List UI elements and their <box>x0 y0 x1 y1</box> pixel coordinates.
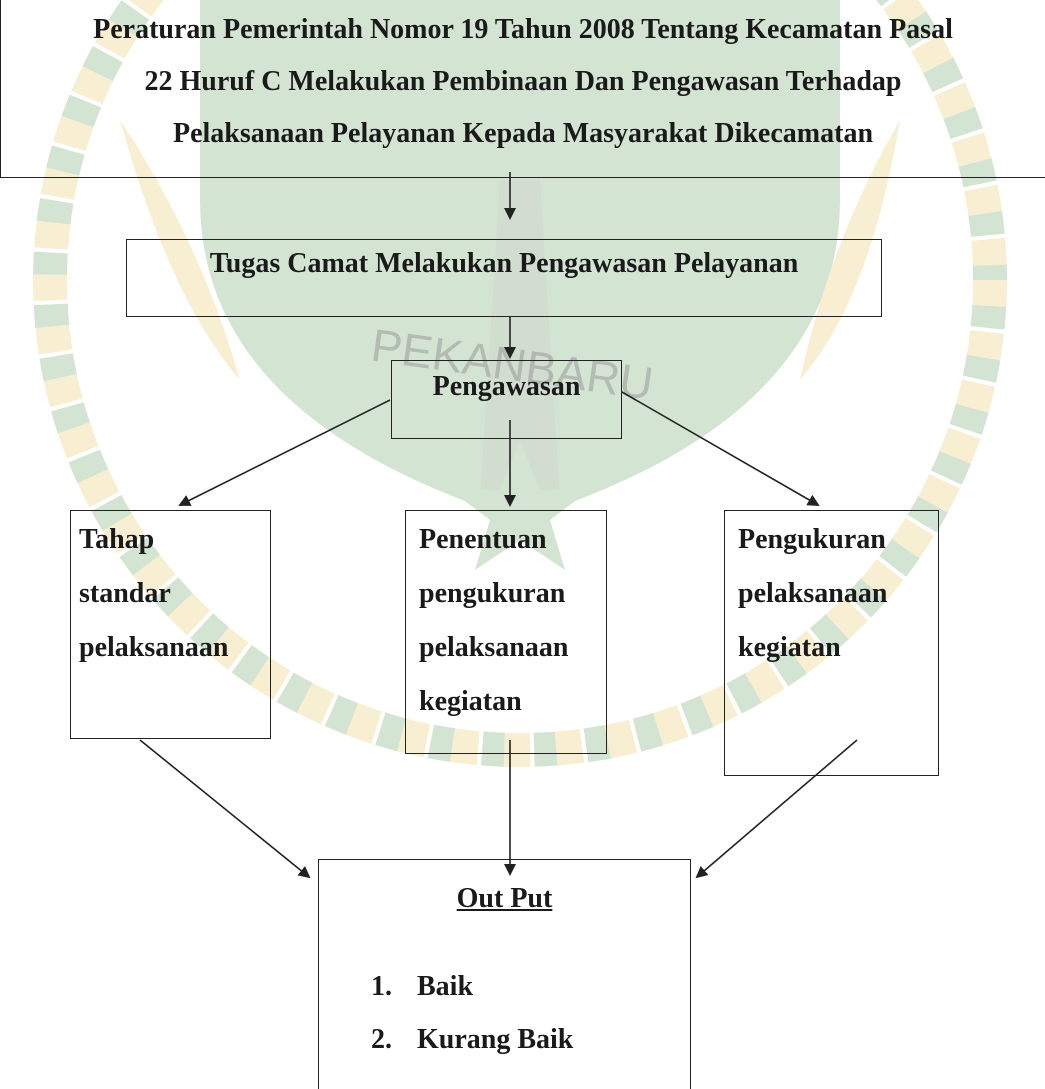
stage-1-line: Tahap <box>79 524 155 555</box>
output-list: 1. Baik 2. Kurang Baik <box>371 960 573 1066</box>
output-item-number: 1. <box>371 971 392 1002</box>
output-item: 2. Kurang Baik <box>371 1013 573 1066</box>
stage-2-line: pengukuran <box>419 578 566 609</box>
stage-3-line: pelaksanaan <box>738 578 888 609</box>
output-title: Out Put <box>456 883 553 914</box>
output-item-number: 2. <box>371 1024 392 1055</box>
arrow-stage-1-to-output <box>139 739 311 879</box>
stage-3-line: Pengukuran <box>738 524 886 555</box>
task-box: Tugas Camat Melakukan Pengawasan Pelayan… <box>126 239 882 317</box>
stage-box-measurement: Pengukuran pelaksanaan kegiatan <box>724 510 939 776</box>
output-item-label: Baik <box>417 971 474 1002</box>
output-box: Out Put 1. Baik 2. Kurang Baik <box>318 859 691 1089</box>
regulation-line-2: 22 Huruf C Melakukan Pembinaan Dan Penga… <box>144 66 902 97</box>
supervision-label: Pengawasan <box>432 371 581 402</box>
arrow-supervision-to-stage-3 <box>621 391 820 506</box>
regulation-line-3: Pelaksanaan Pelayanan Kepada Masyarakat … <box>172 118 874 149</box>
output-item-label: Kurang Baik <box>417 1024 574 1055</box>
stage-box-standard: Tahap standar pelaksanaan <box>70 510 271 739</box>
output-item: 1. Baik <box>371 960 573 1013</box>
supervision-box: Pengawasan <box>391 360 622 439</box>
arrow-supervision-to-stage-1 <box>178 399 391 506</box>
stage-2-line: Penentuan <box>419 524 547 555</box>
stage-3-line: kegiatan <box>738 632 841 663</box>
stage-1-line: pelaksanaan <box>79 632 229 663</box>
stage-1-line: standar <box>79 578 171 609</box>
regulation-box: Peraturan Pemerintah Nomor 19 Tahun 2008… <box>0 0 1045 178</box>
regulation-line-1: Peraturan Pemerintah Nomor 19 Tahun 2008… <box>93 14 953 45</box>
task-label: Tugas Camat Melakukan Pengawasan Pelayan… <box>209 248 799 279</box>
stage-2-line: kegiatan <box>419 686 522 717</box>
stage-box-determination: Penentuan pengukuran pelaksanaan kegiata… <box>405 510 607 754</box>
stage-2-line: pelaksanaan <box>419 632 569 663</box>
seal-monument <box>480 180 560 500</box>
